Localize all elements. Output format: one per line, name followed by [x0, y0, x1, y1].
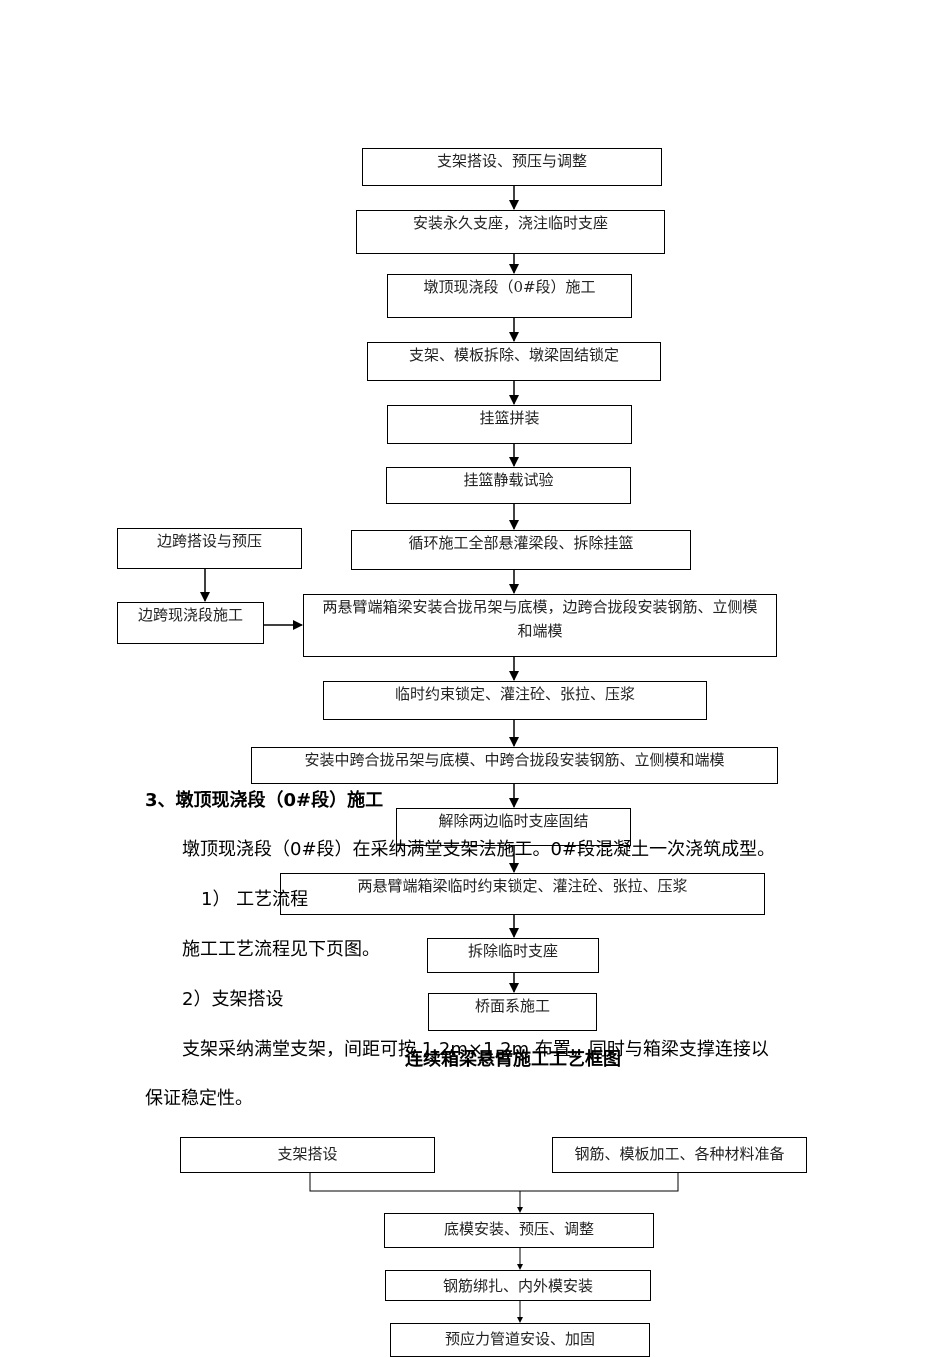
flow-step-6: 挂篮静载试验 — [386, 467, 631, 504]
list-item-2: 2）支架搭设 — [182, 989, 284, 1010]
paragraph-3-line-2: 保证稳定性。 — [145, 1088, 253, 1109]
flow-step-5: 挂篮拼装 — [387, 405, 632, 444]
flow-step-4: 支架、模板拆除、墩梁固结锁定 — [367, 342, 661, 381]
flow-step-2: 安装永久支座，浇注临时支座 — [356, 210, 665, 254]
flow2-right-top: 钢筋、模板加工、各种材料准备 — [552, 1137, 807, 1173]
side-step-2: 边跨现浇段施工 — [117, 602, 264, 644]
flow-step-10: 安装中跨合拢吊架与底模、中跨合拢段安装钢筋、立侧模和端模 — [251, 747, 778, 784]
flow-step-11: 解除两边临时支座固结 — [396, 808, 631, 846]
list-item-1: 1） 工艺流程 — [201, 889, 309, 910]
flow-step-1: 支架搭设、预压与调整 — [362, 148, 662, 186]
flow-step-8: 两悬臂端箱梁安装合拢吊架与底模，边跨合拢段安装钢筋、立侧模和端模 — [303, 594, 777, 657]
flow-step-7: 循环施工全部悬灌梁段、拆除挂篮 — [351, 530, 691, 570]
flowchart-caption: 连续箱梁悬臂施工工艺框图 — [405, 1049, 621, 1070]
flow-step-12: 两悬臂端箱梁临时约束锁定、灌注砼、张拉、压浆 — [280, 873, 765, 915]
flow-step-13: 拆除临时支座 — [427, 938, 599, 973]
flow-step-9: 临时约束锁定、灌注砼、张拉、压浆 — [323, 681, 707, 720]
side-step-1: 边跨搭设与预压 — [117, 528, 302, 569]
flow-step-14: 桥面系施工 — [428, 993, 597, 1031]
flow2-step-2: 钢筋绑扎、内外模安装 — [385, 1270, 651, 1301]
paragraph-1: 墩顶现浇段（0#段）在采纳满堂支架法施工。0#段混凝土一次浇筑成型。 — [182, 839, 776, 860]
paragraph-2: 施工工艺流程见下页图。 — [182, 939, 380, 960]
flow2-step-3: 预应力管道安设、加固 — [390, 1323, 650, 1357]
flow2-left-top: 支架搭设 — [180, 1137, 435, 1173]
flow2-step-1: 底模安装、预压、调整 — [384, 1213, 654, 1248]
paragraph-3-line-1: 支架采纳满堂支架，间距可按 1.2m×1.2m 布置，同时与箱梁支撑连接以 — [182, 1039, 769, 1060]
section-heading: 3、墩顶现浇段（0#段）施工 — [145, 790, 384, 811]
flow-step-3: 墩顶现浇段（0#段）施工 — [387, 274, 632, 318]
